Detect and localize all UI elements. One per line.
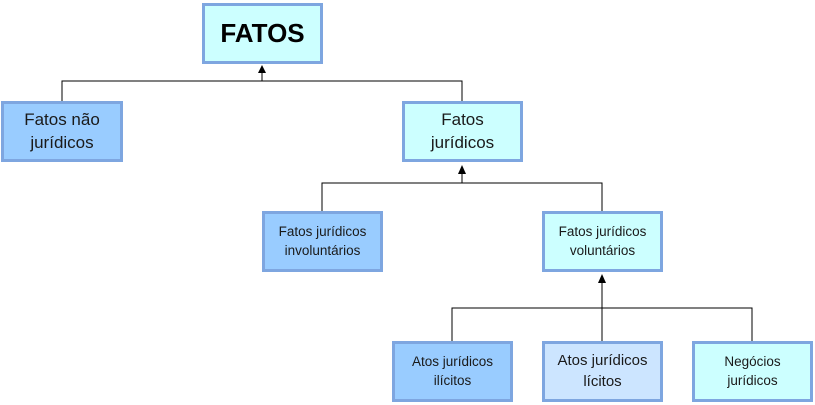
node-negocios-juridicos: Negócios jurídicos	[692, 341, 813, 402]
node-fatos-nao-juridicos: Fatos não jurídicos	[1, 101, 123, 162]
node-negocios-juridicos-label: Negócios jurídicos	[724, 354, 781, 388]
arrow-to-fatos	[258, 65, 266, 73]
node-fatos-juridicos-voluntarios-label: Fatos jurídicos voluntários	[558, 224, 647, 258]
node-fatos-juridicos: Fatos jurídicos	[402, 101, 523, 162]
node-atos-juridicos-licitos: Atos jurídicos lícitos	[542, 341, 663, 402]
node-fatos-label: FATOS	[220, 17, 305, 48]
arrow-to-fatos-juridicos	[458, 165, 466, 174]
node-fatos-juridicos-voluntarios: Fatos jurídicos voluntários	[542, 211, 663, 272]
node-atos-juridicos-ilicitos-label: Atos jurídicos ilícitos	[411, 354, 494, 388]
node-atos-juridicos-licitos-label: Atos jurídicos lícitos	[557, 352, 648, 390]
node-fatos-juridicos-label: Fatos jurídicos	[430, 109, 495, 152]
node-fatos-juridicos-involuntarios-label: Fatos jurídicos involuntários	[278, 224, 367, 258]
node-fatos-juridicos-involuntarios: Fatos jurídicos involuntários	[262, 211, 383, 272]
node-fatos-nao-juridicos-label: Fatos não jurídicos	[24, 109, 100, 152]
arrow-to-fatos-juridicos-voluntarios	[598, 274, 606, 283]
node-atos-juridicos-ilicitos: Atos jurídicos ilícitos	[392, 341, 513, 402]
connector-fatos-juridicos-voluntarios-to-children	[451, 276, 753, 341]
node-fatos: FATOS	[202, 3, 323, 64]
